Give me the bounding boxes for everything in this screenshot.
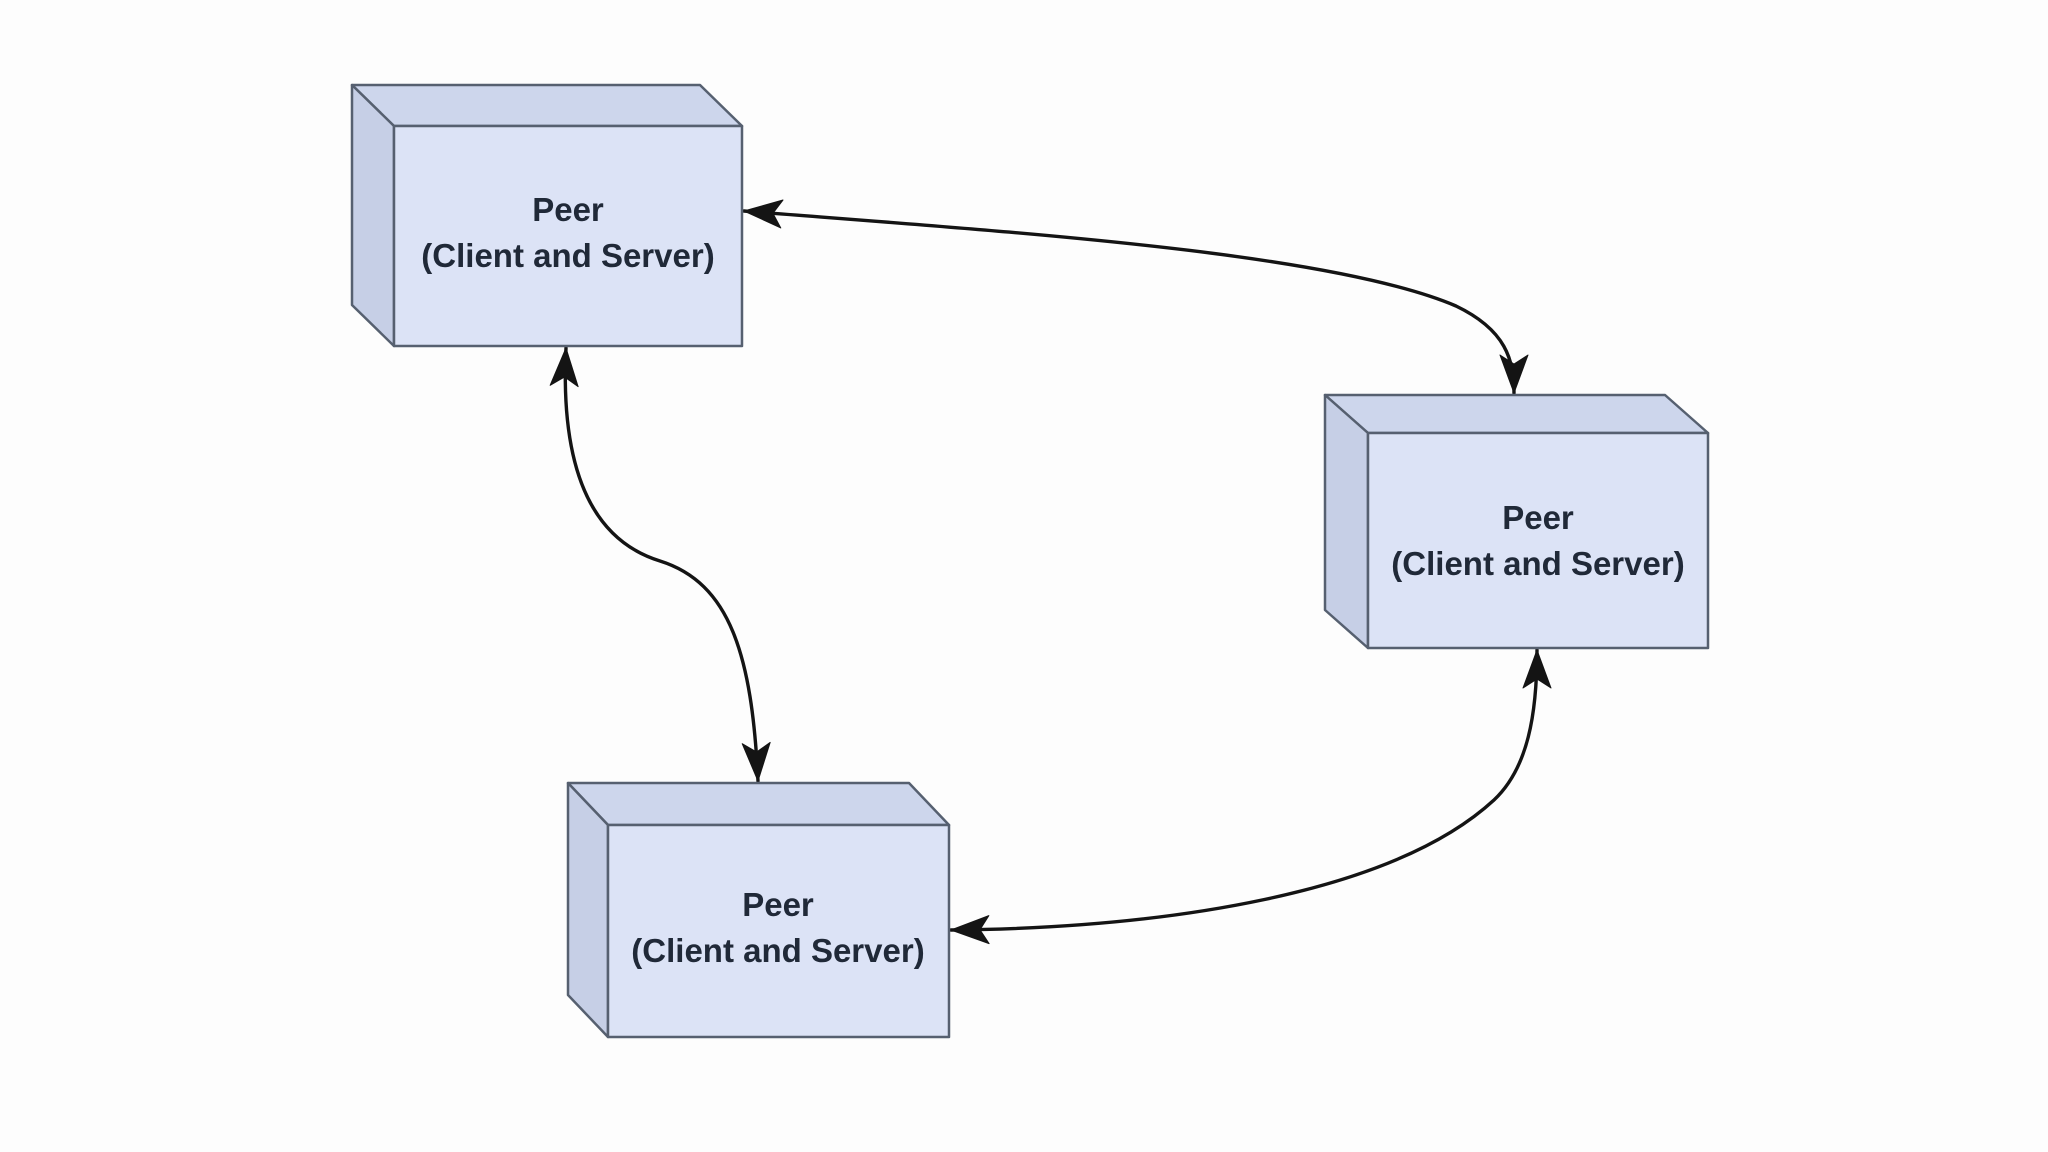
connector-topleft-bottom: [549, 346, 771, 783]
peer-node-right: Peer (Client and Server): [1323, 393, 1710, 650]
cube-side-face: [350, 83, 396, 348]
peer-node-bottom: Peer (Client and Server): [566, 781, 951, 1039]
connector-topleft-right: [742, 199, 1529, 395]
cube-front-face: [606, 823, 951, 1039]
node-title: Peer: [1502, 499, 1574, 536]
cube-side-face: [1323, 393, 1370, 650]
node-title: Peer: [532, 191, 604, 228]
cube-front-face: [392, 124, 744, 348]
connector-bottom-right: [949, 648, 1552, 945]
cube-side-face: [566, 781, 610, 1039]
cube-top-face: [566, 781, 951, 827]
peer-node-top-left: Peer (Client and Server): [350, 83, 744, 348]
node-subtitle: (Client and Server): [1391, 545, 1684, 582]
cube-top-face: [350, 83, 744, 128]
cube-front-face: [1366, 431, 1710, 650]
node-subtitle: (Client and Server): [421, 237, 714, 274]
node-title: Peer: [742, 886, 814, 923]
node-subtitle: (Client and Server): [631, 932, 924, 969]
cube-top-face: [1323, 393, 1710, 435]
connectors: [549, 199, 1552, 945]
